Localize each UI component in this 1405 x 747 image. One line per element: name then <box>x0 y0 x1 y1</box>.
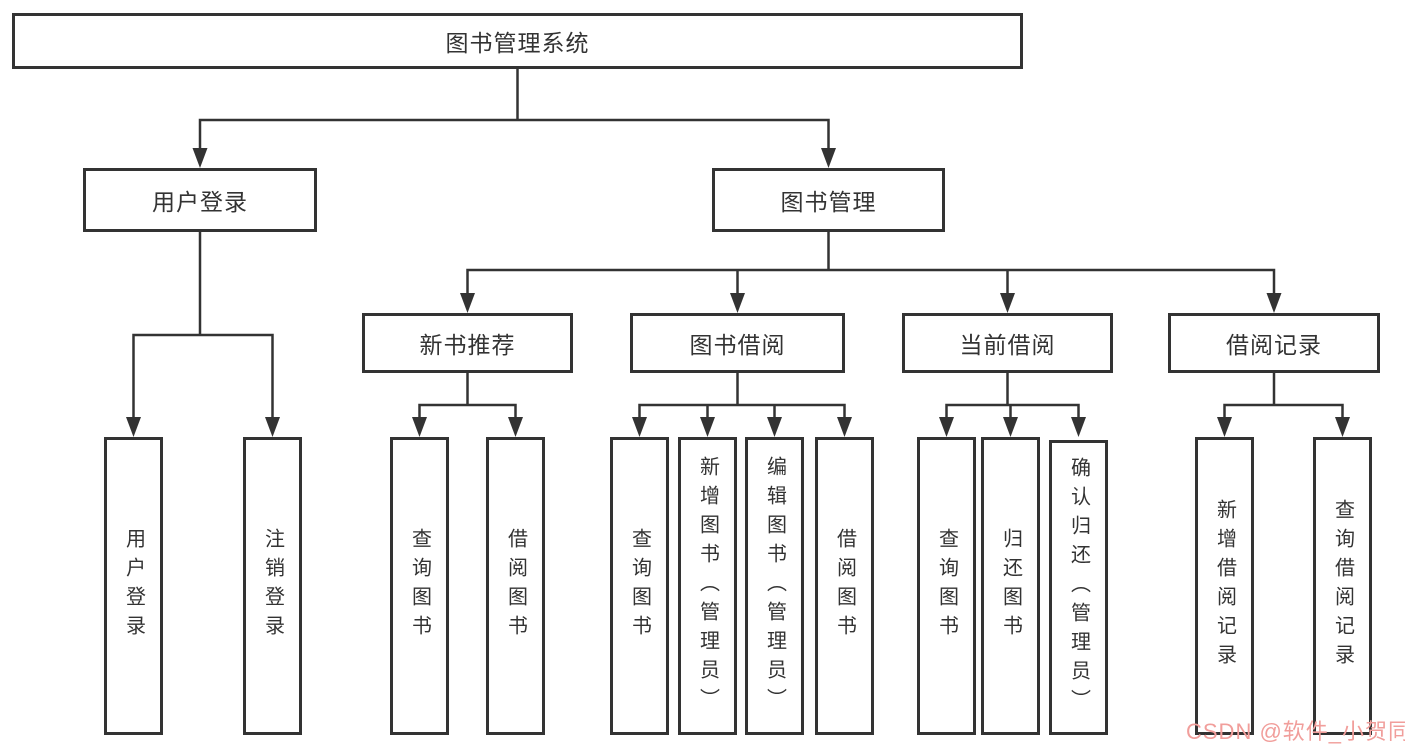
leaf-borrow-books: 借阅图书 <box>815 437 874 735</box>
node-new-book-recommendation: 新书推荐 <box>362 313 573 373</box>
node-book-management: 图书管理 <box>712 168 945 232</box>
leaf-query-borrow-record: 查询借阅记录 <box>1313 437 1372 735</box>
node-current-borrowing: 当前借阅 <box>902 313 1113 373</box>
leaf-query-books: 查询图书 <box>390 437 449 735</box>
leaf-confirm-return-admin: 确认归还（管理员） <box>1049 440 1108 735</box>
node-borrowing-records: 借阅记录 <box>1168 313 1380 373</box>
leaf-return-book: 归还图书 <box>981 437 1040 735</box>
leaf-add-book-admin: 新增图书（管理员） <box>678 437 737 735</box>
leaf-query-books: 查询图书 <box>917 437 976 735</box>
leaf-user-login: 用户登录 <box>104 437 163 735</box>
leaf-logout: 注销登录 <box>243 437 302 735</box>
csdn-watermark: CSDN @软件_小贺同学 <box>1186 719 1405 744</box>
leaf-query-books: 查询图书 <box>610 437 669 735</box>
node-library-management-system: 图书管理系统 <box>12 13 1023 69</box>
leaf-edit-book-admin: 编辑图书（管理员） <box>745 437 804 735</box>
node-book-borrowing: 图书借阅 <box>630 313 845 373</box>
leaf-add-borrow-record: 新增借阅记录 <box>1195 437 1254 735</box>
leaf-borrow-books: 借阅图书 <box>486 437 545 735</box>
node-user-login: 用户登录 <box>83 168 317 232</box>
